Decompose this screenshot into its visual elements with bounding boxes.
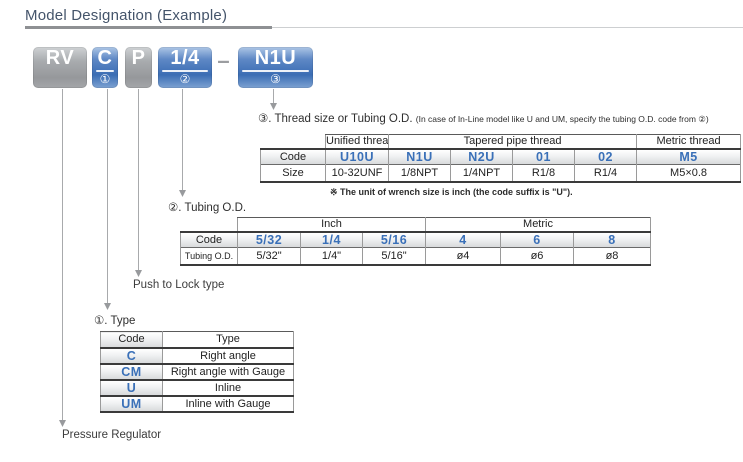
model-segment-series: RV xyxy=(33,47,87,88)
thread-size: R1/4 xyxy=(573,164,638,183)
tubing-size: ø8 xyxy=(572,247,652,266)
segment-underline xyxy=(162,70,208,72)
model-segment-text: P xyxy=(131,47,146,69)
tubing-size: ø6 xyxy=(500,247,574,266)
model-segment-text: C xyxy=(97,47,113,69)
tubing-code: 8 xyxy=(572,230,652,248)
thread-size: 1/8NPT xyxy=(388,164,451,183)
type-code: C xyxy=(100,346,163,364)
segment-marker-1: ① xyxy=(99,72,111,86)
group-header-unified: Unified thread xyxy=(325,134,389,149)
col-header-code: Code xyxy=(100,331,163,348)
table-row: Tubing O.D. 5/32" 1/4" 5/16" ø4 ø6 ø8 xyxy=(180,247,652,266)
arrowhead-tubing xyxy=(179,190,186,197)
table-row: U Inline xyxy=(100,378,294,396)
table-row: Inch Metric xyxy=(181,217,652,232)
thread-size: 10-32UNF xyxy=(325,164,389,183)
row-label-code: Code xyxy=(180,230,238,248)
pressure-regulator-label: Pressure Regulator xyxy=(62,429,162,441)
row-label-size: Size xyxy=(260,164,326,183)
table-row: C Right angle xyxy=(100,346,294,364)
push-lock-label: Push to Lock type xyxy=(133,279,225,291)
row-label-code: Code xyxy=(260,147,326,165)
tubing-code: 6 xyxy=(500,230,574,248)
title-underline-extension xyxy=(272,27,743,28)
row-label-tubing-od: Tubing O.D. xyxy=(180,247,238,266)
type-name: Inline with Gauge xyxy=(162,394,294,413)
table-row: Unified thread Tapered pipe thread Metri… xyxy=(261,134,742,149)
table-row: Size 10-32UNF 1/8NPT 1/4NPT R1/8 R1/4 M5… xyxy=(260,164,742,183)
thread-heading-note: (In case of In-Line model like U and UM,… xyxy=(415,114,709,124)
blank-cell xyxy=(181,218,238,232)
table-row: Code 5/32 1/4 5/16 4 6 8 xyxy=(180,230,652,248)
arrowhead-pressure-regulator xyxy=(59,420,66,427)
table-row: CM Right angle with Gauge xyxy=(100,362,294,380)
tubing-size: 5/32" xyxy=(237,247,301,266)
table-row: Code U10U N1U N2U 01 02 M5 xyxy=(260,147,742,165)
type-name: Right angle with Gauge xyxy=(162,362,294,380)
arrowhead-type xyxy=(104,303,111,310)
type-table: Code Type C Right angle CM Right angle w… xyxy=(100,331,294,413)
type-name: Inline xyxy=(162,378,294,396)
thread-code: M5 xyxy=(636,147,742,165)
model-segment-tubing: 1/4 ② xyxy=(158,47,212,88)
thread-code: 01 xyxy=(512,147,575,165)
page-title: Model Designation (Example) xyxy=(25,7,228,24)
tubing-code: 5/16 xyxy=(362,230,426,248)
tubing-size: 1/4" xyxy=(300,247,363,266)
segment-underline xyxy=(96,70,114,72)
thread-size: M5×0.8 xyxy=(636,164,742,183)
thread-code: 02 xyxy=(573,147,638,165)
thread-size: 1/4NPT xyxy=(450,164,513,183)
tubing-code: 1/4 xyxy=(300,230,363,248)
table-row: Code Type xyxy=(100,331,294,348)
group-header-metric: Metric thread xyxy=(636,134,742,149)
tubing-size: 5/16" xyxy=(362,247,426,266)
blank-cell xyxy=(261,135,326,149)
group-header-tapered: Tapered pipe thread xyxy=(387,134,638,149)
thread-code: N1U xyxy=(388,147,451,165)
thread-size: R1/8 xyxy=(512,164,575,183)
model-segment-text: RV xyxy=(45,47,75,69)
tubing-section-heading: ②. Tubing O.D. xyxy=(168,202,247,214)
type-code: U xyxy=(100,378,163,396)
model-segment-push-lock: P xyxy=(125,47,152,88)
model-segment-text: 1/4 xyxy=(170,47,200,69)
col-header-type: Type xyxy=(162,331,294,348)
tubing-size: ø4 xyxy=(425,247,501,266)
segment-marker-3: ③ xyxy=(270,72,281,86)
model-segment-thread: N1U ③ xyxy=(238,47,313,88)
arrowhead-thread xyxy=(270,103,277,110)
table-row: UM Inline with Gauge xyxy=(100,394,294,413)
model-code-separator: – xyxy=(217,48,230,73)
thread-code: U10U xyxy=(325,147,389,165)
thread-heading-text: ③. Thread size or Tubing O.D. xyxy=(258,113,413,125)
type-section-heading: ①. Type xyxy=(94,315,136,327)
tubing-code: 4 xyxy=(425,230,501,248)
tubing-code: 5/32 xyxy=(237,230,301,248)
tubing-od-table: Inch Metric Code 5/32 1/4 5/16 4 6 8 Tub… xyxy=(180,217,652,266)
segment-underline xyxy=(242,70,309,72)
group-header-inch: Inch xyxy=(237,217,426,232)
type-name: Right angle xyxy=(162,346,294,364)
thread-size-table: Unified thread Tapered pipe thread Metri… xyxy=(260,134,742,183)
group-header-metric: Metric xyxy=(424,217,652,232)
model-segment-type: C ① xyxy=(92,47,118,88)
segment-marker-2: ② xyxy=(179,72,191,86)
type-code: UM xyxy=(100,394,163,413)
arrowhead-push-lock xyxy=(135,270,142,277)
thread-section-heading: ③. Thread size or Tubing O.D. (In case o… xyxy=(258,111,709,125)
thread-code: N2U xyxy=(450,147,513,165)
wrench-size-footnote: ※ The unit of wrench size is inch (the c… xyxy=(330,187,573,197)
model-segment-text: N1U xyxy=(254,47,297,69)
title-underline xyxy=(25,26,272,29)
type-code: CM xyxy=(100,362,163,380)
